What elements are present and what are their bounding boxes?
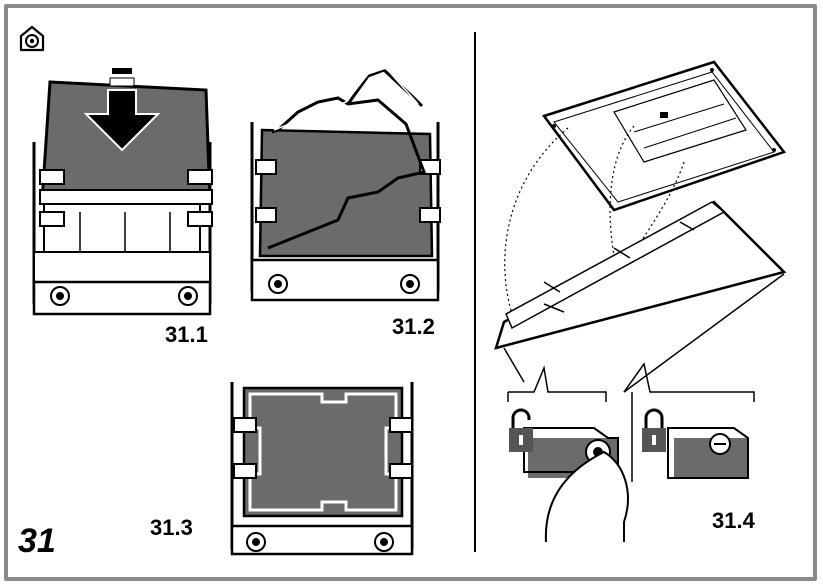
padlock-open-icon (509, 408, 533, 452)
retaining-frame (267, 68, 427, 250)
step-label-31-1: 31.1 (165, 322, 208, 347)
step-31-2-illustration (250, 67, 441, 302)
figure-number: 31 (18, 522, 56, 560)
padlock-closed-icon (642, 408, 666, 452)
push-down-arrow (83, 68, 161, 152)
step-31-1-illustration (32, 68, 213, 316)
step-label-31-3: 31.3 (150, 515, 193, 540)
step-31-3-illustration (230, 382, 414, 556)
lock-detail (623, 362, 755, 482)
page-frame (4, 4, 817, 581)
filter-panel (494, 200, 787, 350)
step-31-4-illustration (494, 60, 787, 543)
screw-left (50, 286, 70, 306)
step-label-31-2: 31.2 (392, 314, 435, 339)
house-hood-icon (19, 25, 45, 52)
unlock-detail (507, 365, 629, 543)
screw-right (178, 286, 198, 306)
step-label-31-4: 31.4 (712, 508, 755, 533)
panel-divider (474, 32, 476, 552)
